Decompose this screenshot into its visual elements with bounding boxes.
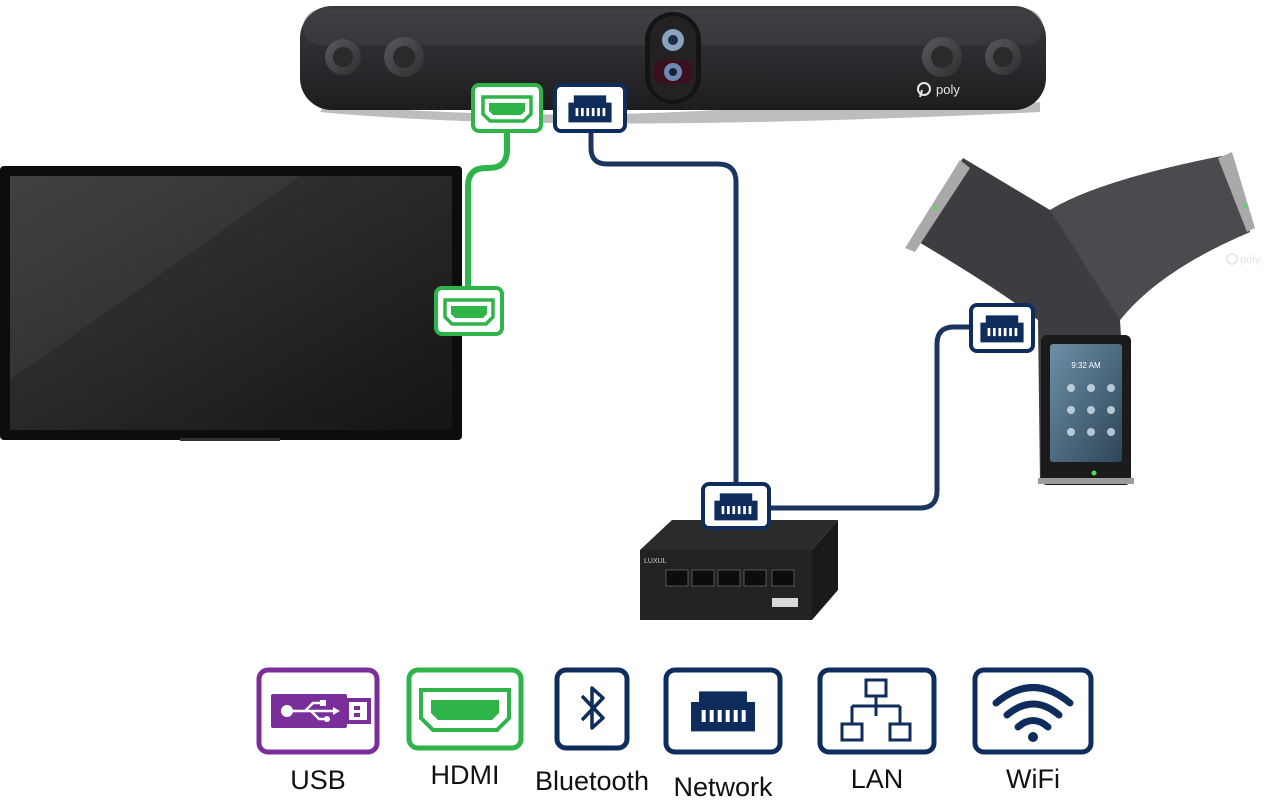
legend-label-hdmi: HDMI xyxy=(430,760,500,790)
network-cable-soundbar-to-switch xyxy=(588,125,739,491)
wifi-icon xyxy=(972,667,1094,755)
ethernet-icon xyxy=(663,667,783,755)
video-soundbar: poly xyxy=(300,6,1046,124)
poly-logo-soundbar: poly xyxy=(917,82,960,98)
legend-label-lan: LAN xyxy=(850,764,904,794)
soundbar-ethernet-port xyxy=(553,83,627,133)
tv-hdmi-port xyxy=(434,286,504,336)
poly-wordmark-phone: poly xyxy=(1240,254,1261,266)
legend-label-bluetooth: Bluetooth xyxy=(534,766,650,796)
legend-label-network: Network xyxy=(673,772,773,802)
lan-icon xyxy=(817,667,937,755)
soundbar-hdmi-port xyxy=(471,83,543,133)
speaker-grille-right xyxy=(922,37,1021,77)
legend-label-usb: USB xyxy=(290,765,346,795)
phone-clock: 9:32 AM xyxy=(1071,361,1101,370)
camera-module xyxy=(645,12,701,104)
poly-wordmark-soundbar: poly xyxy=(936,82,960,97)
network-switch: LUXUL xyxy=(640,520,838,620)
legend-label-wifi: WiFi xyxy=(1006,764,1060,794)
hdmi-cable xyxy=(465,125,510,295)
tv-display xyxy=(0,166,462,441)
hdmi-icon xyxy=(406,667,524,751)
conference-phone: poly 9:32 AM xyxy=(905,152,1261,485)
phone-ethernet-port xyxy=(969,303,1035,353)
bluetooth-icon xyxy=(554,667,630,751)
switch-brand-label: LUXUL xyxy=(644,558,667,565)
network-cable-switch-to-phone xyxy=(767,324,975,511)
speaker-grille-left xyxy=(325,37,424,77)
usb-icon xyxy=(256,667,380,755)
poly-logo-phone: poly xyxy=(1226,253,1261,266)
legend xyxy=(256,667,1094,755)
switch-ethernet-port xyxy=(701,482,771,530)
